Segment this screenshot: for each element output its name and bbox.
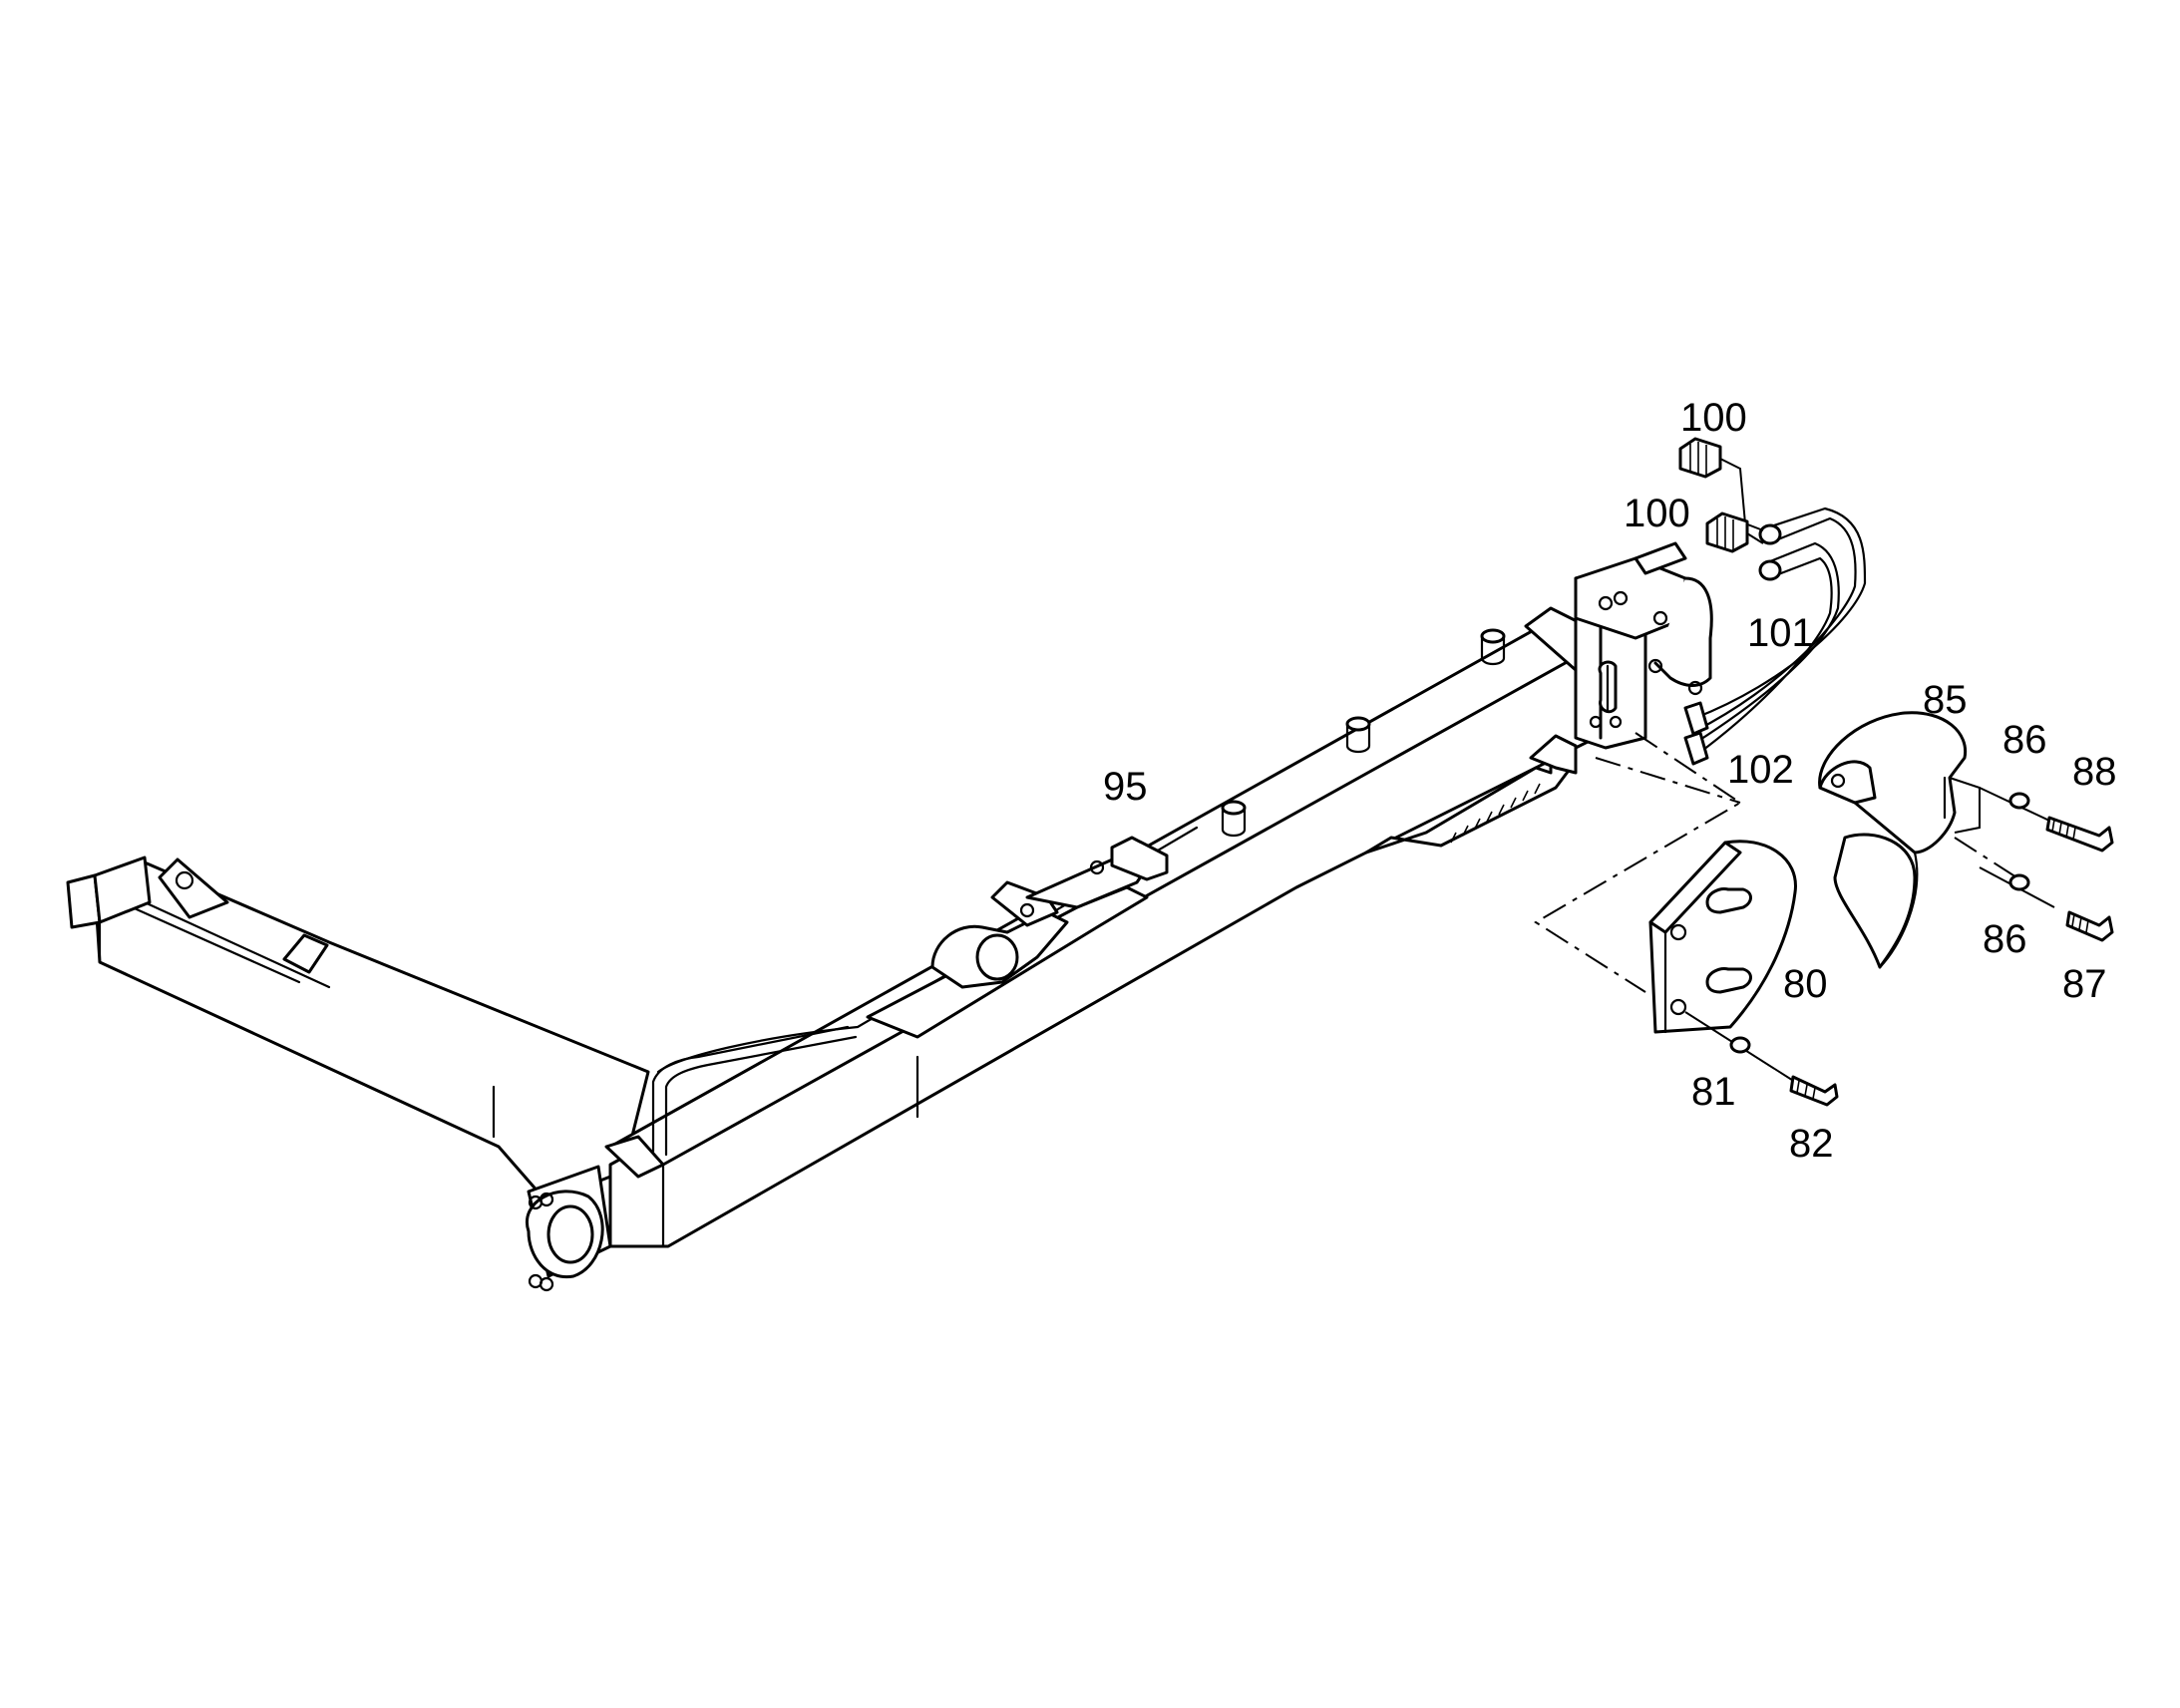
callout-82: 82	[1789, 1122, 1834, 1166]
callout-102: 102	[1727, 748, 1794, 792]
callout-100-lower: 100	[1624, 492, 1690, 535]
callout-88: 88	[2072, 750, 2117, 794]
callout-95: 95	[1103, 765, 1148, 809]
shield-cover	[1818, 711, 2025, 969]
callout-labels: 100 100 101 102 85 86 88 86 87 95 80 81 …	[1103, 396, 2117, 1166]
main-frame	[66, 541, 1713, 1292]
washer-and-bolt-87	[1979, 866, 2114, 942]
adapter-fittings	[1678, 437, 1764, 553]
washer-and-bolt-88	[1979, 787, 2114, 853]
hydraulic-hoses	[1683, 507, 1867, 766]
guard-plate	[1648, 840, 1797, 1034]
callout-81: 81	[1691, 1070, 1736, 1114]
callout-86-lower: 86	[1983, 917, 2027, 961]
assembly-alignment-lines	[1534, 732, 1742, 993]
washer-and-bolt-80	[1684, 1011, 1839, 1107]
callout-87: 87	[2062, 962, 2107, 1006]
callout-86-upper: 86	[2002, 718, 2047, 762]
callout-100-upper: 100	[1680, 396, 1747, 440]
callout-101: 101	[1747, 611, 1814, 655]
callout-85: 85	[1923, 678, 1968, 722]
callout-80: 80	[1783, 962, 1828, 1006]
